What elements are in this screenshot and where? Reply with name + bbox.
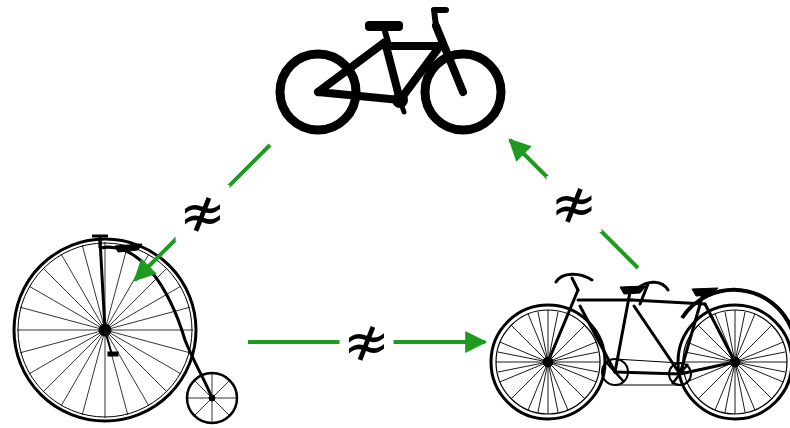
edge-label: ≉ [547,176,602,232]
modern-bicycle [280,10,501,130]
edge-label: ≉ [339,314,394,370]
penny-farthing [14,236,237,423]
bicycle-node [20,280,248,422]
tandem-bicycle [491,274,790,419]
bicycle-node [485,268,785,424]
edge-label: ≉ [175,185,230,241]
arrow-connector [510,140,638,268]
bicycle-node [270,5,510,145]
arrow-connector [135,145,270,280]
